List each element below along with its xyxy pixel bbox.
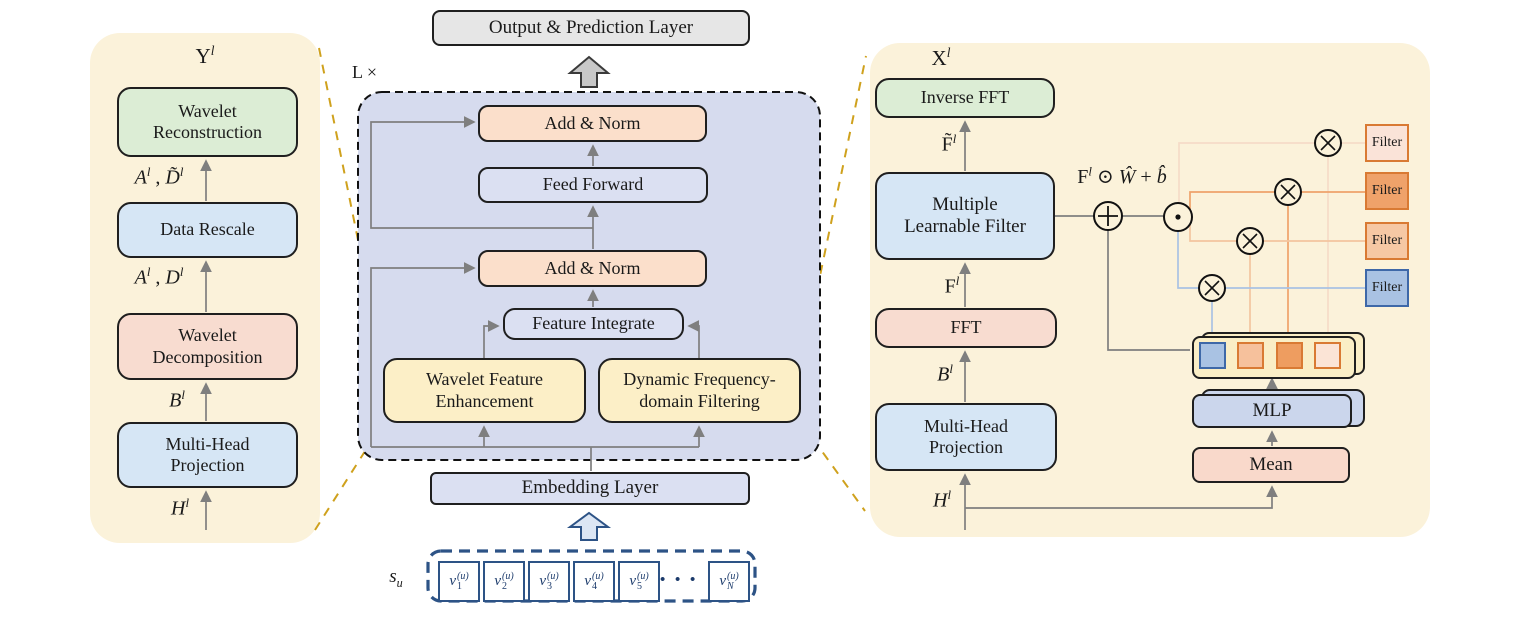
fft-box: FFT (875, 308, 1057, 348)
multiply-icon-3 (1236, 227, 1264, 255)
label-h-left: Hl (170, 496, 189, 520)
feed-forward-box: Feed Forward (478, 167, 708, 203)
output-block-arrow-icon (567, 55, 611, 88)
mean-box: Mean (1192, 447, 1350, 483)
wavelet-reconstruction-box: Wavelet Reconstruction (117, 87, 298, 157)
inverse-fft-box: Inverse FFT (875, 78, 1055, 118)
dynamic-frequency-filtering-box: Dynamic Frequency- domain Filtering (598, 358, 801, 423)
multiple-learnable-filter-box: Multiple Learnable Filter (875, 172, 1055, 260)
filter-equation-label: Fl ⊙ Ŵ + b̂ (1077, 164, 1167, 188)
filter-bank-square-orange-dark (1276, 342, 1303, 369)
data-rescale-box: Data Rescale (117, 202, 298, 258)
filter-bank-square-pink (1314, 342, 1341, 369)
sum-icon (1093, 201, 1123, 231)
token-v4: v(u)4 (573, 561, 615, 602)
multiply-icon-2 (1274, 178, 1302, 206)
sequence-label: su (389, 566, 403, 590)
mlp-box: MLP (1192, 394, 1352, 428)
wavelet-feature-enhancement-box: Wavelet Feature Enhancement (383, 358, 586, 423)
label-a-d: Al , Dl (134, 265, 184, 289)
filter-box-3: Filter (1365, 222, 1409, 260)
dot-product-icon (1163, 202, 1193, 232)
ellipsis-label: • • • (660, 572, 699, 588)
embedding-input-arrow-icon (566, 511, 612, 541)
label-f-tilde: F̃l (941, 132, 957, 156)
token-v1: v(u)1 (438, 561, 480, 602)
filter-box-1: Filter (1365, 124, 1409, 162)
filter-wires (1177, 142, 1365, 336)
filter-box-4: Filter (1365, 269, 1409, 307)
token-v2: v(u)2 (483, 561, 525, 602)
multi-head-projection-left-box: Multi-Head Projection (117, 422, 298, 488)
filter-bank-square-orange-light (1237, 342, 1264, 369)
multiply-icon-4 (1198, 274, 1226, 302)
token-v5: v(u)5 (618, 561, 660, 602)
token-v3: v(u)3 (528, 561, 570, 602)
label-f: Fl (944, 274, 960, 298)
multiply-icon-1 (1314, 129, 1342, 157)
loop-count-label: L × (352, 62, 377, 82)
multi-head-projection-right-box: Multi-Head Projection (875, 403, 1057, 471)
label-b-left: Bl (169, 388, 185, 412)
embedding-layer-box: Embedding Layer (430, 472, 750, 505)
token-vN: v(u)N (708, 561, 750, 602)
left-panel-title: Yl (195, 43, 215, 68)
output-prediction-layer-box: Output & Prediction Layer (432, 10, 750, 46)
right-panel-title: Xl (931, 45, 951, 70)
wavelet-decomposition-box: Wavelet Decomposition (117, 313, 298, 380)
label-h-right: Hl (932, 488, 951, 512)
center-connections (370, 116, 705, 471)
feature-integrate-box: Feature Integrate (503, 308, 684, 340)
operator-symbols (1093, 129, 1342, 302)
label-b-right: Bl (937, 362, 953, 386)
label-a-dtilde: Al , D̃l (134, 165, 184, 189)
filter-bank-square-blue (1199, 342, 1226, 369)
filter-box-2: Filter (1365, 172, 1409, 210)
add-norm-top-box: Add & Norm (478, 105, 707, 142)
right-panel-arrows (959, 120, 1278, 530)
add-norm-mid-box: Add & Norm (478, 250, 707, 287)
